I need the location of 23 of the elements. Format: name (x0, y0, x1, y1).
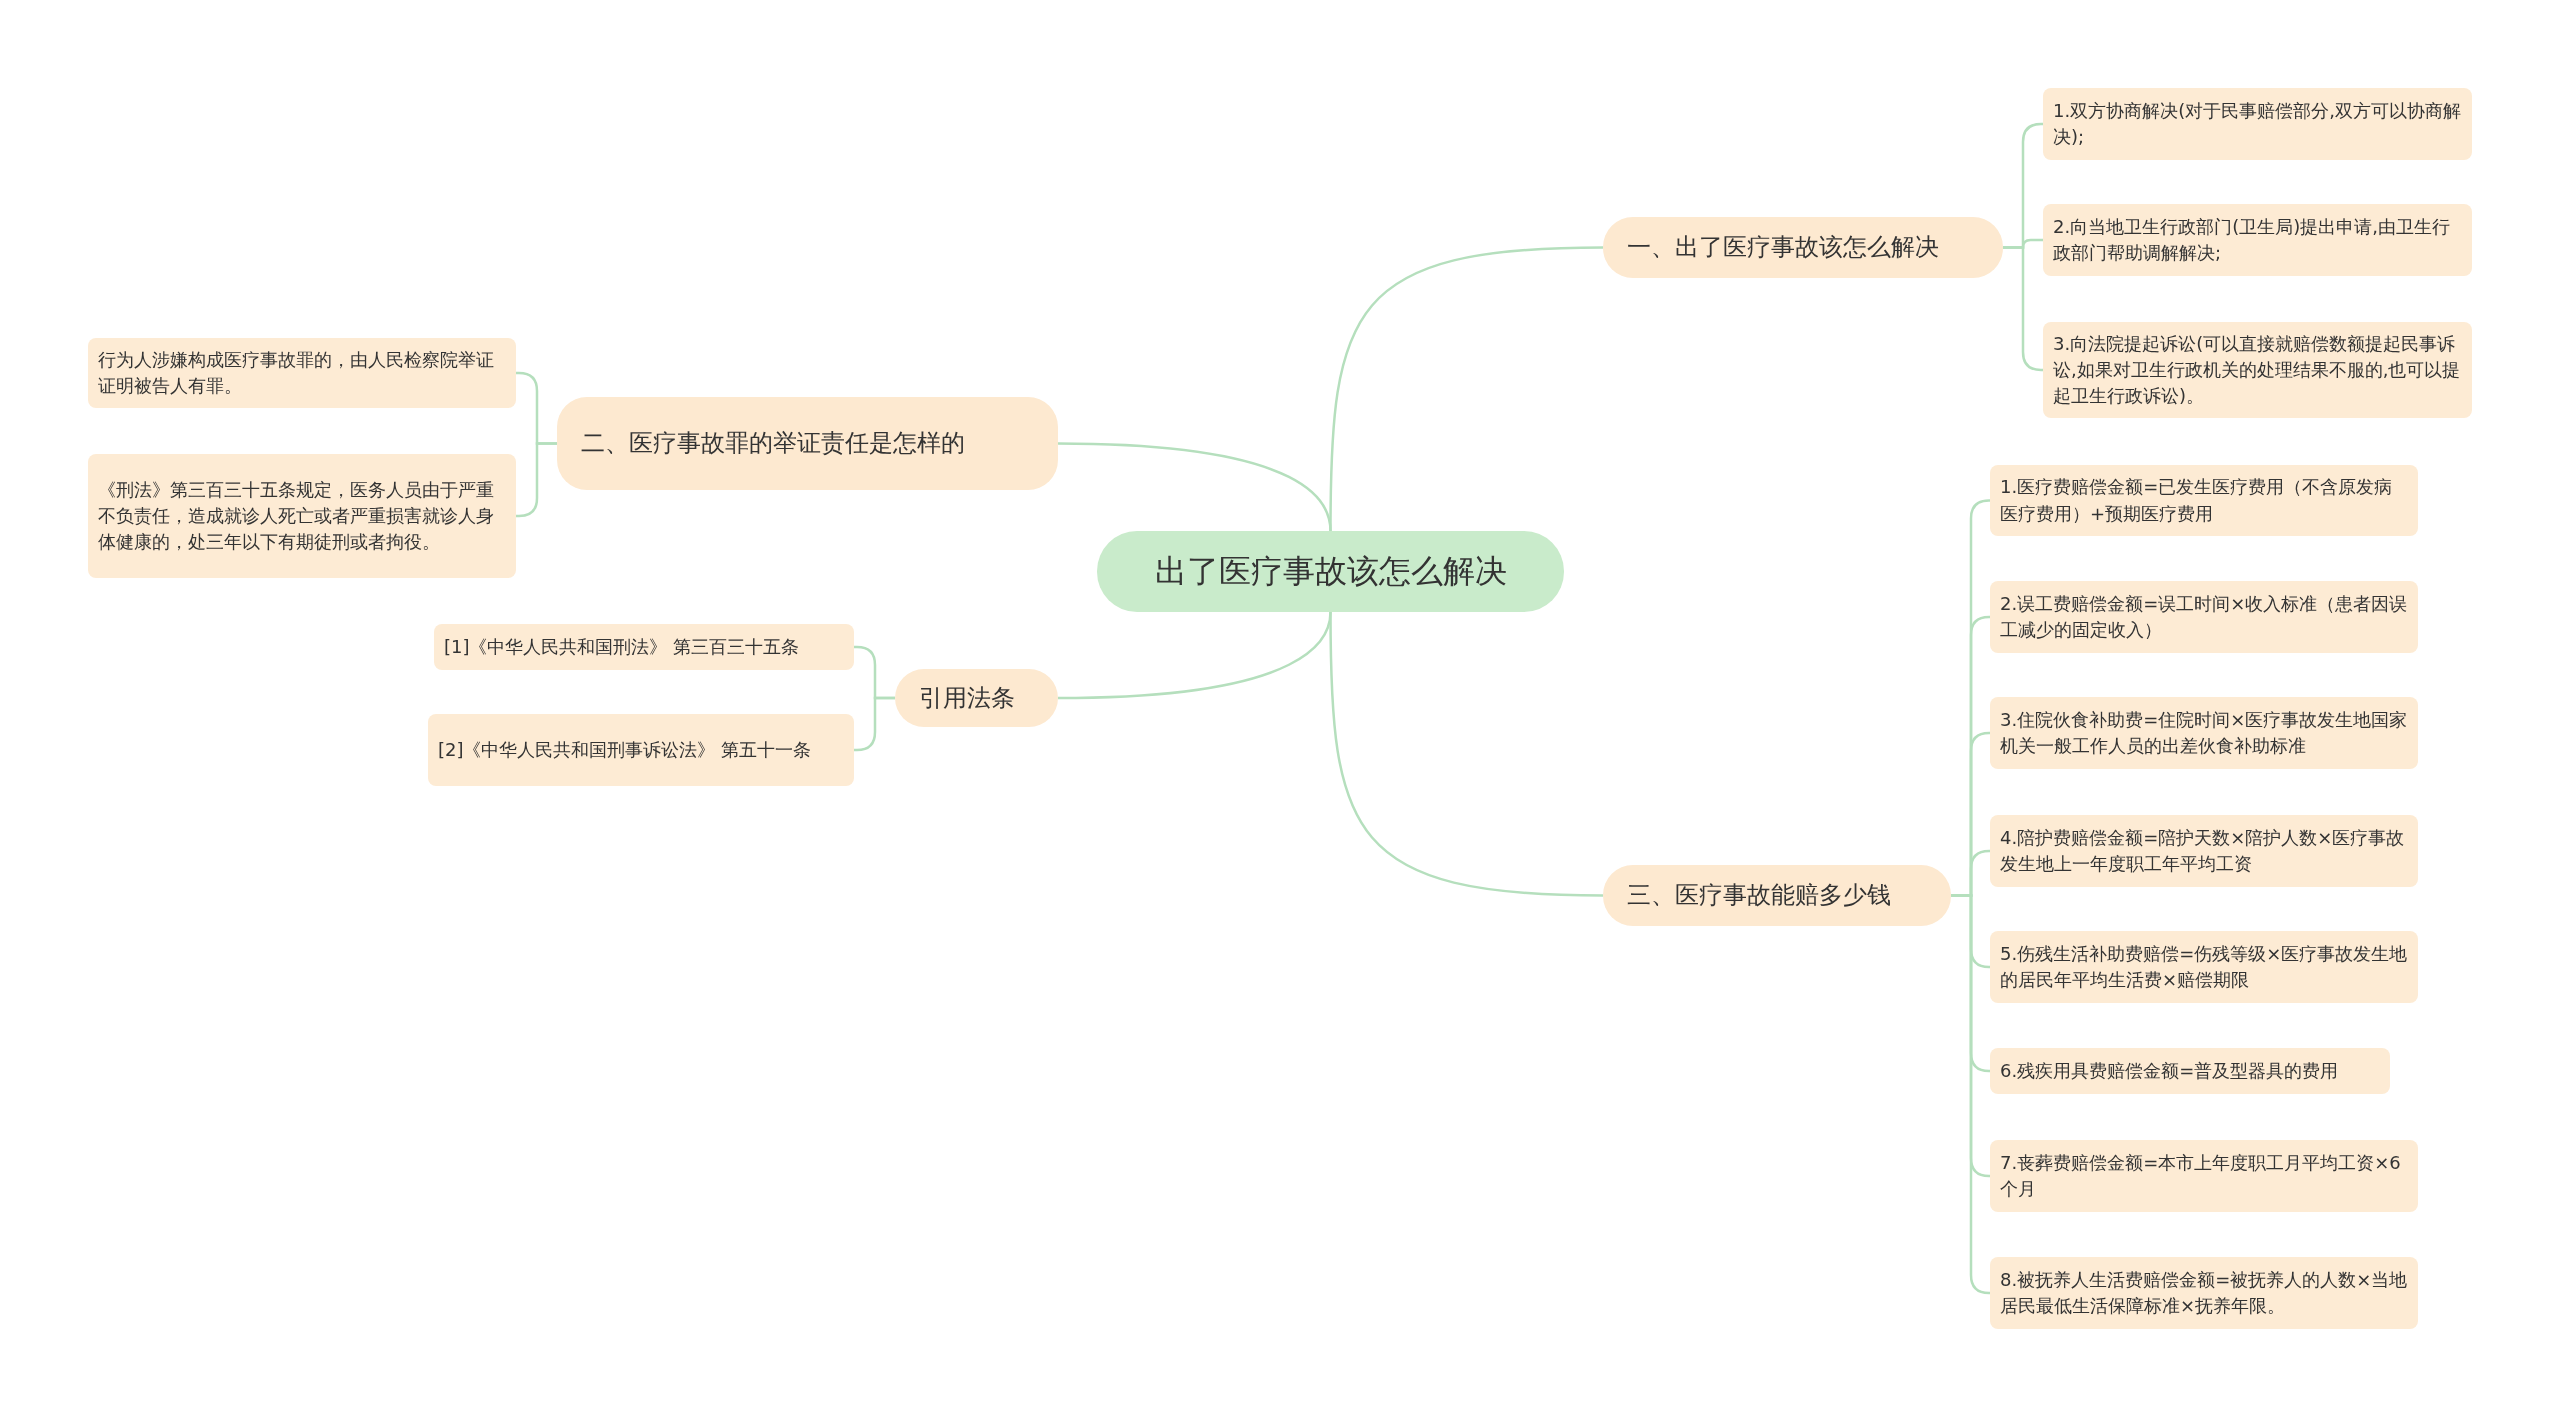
leaf-topic: 8.被抚养人生活费赔偿金额=被抚养人的人数×当地居民最低生活保障标准×抚养年限。 (1990, 1257, 2418, 1329)
branch-topic: 一、出了医疗事故该怎么解决 (1603, 217, 2003, 278)
branch-topic: 引用法条 (895, 669, 1058, 727)
leaf-topic: 3.住院伙食补助费=住院时间×医疗事故发生地国家机关一般工作人员的出差伙食补助标准 (1990, 697, 2418, 769)
leaf-topic: 1.医疗费赔偿金额=已发生医疗费用（不含原发病医疗费用）+预期医疗费用 (1990, 465, 2418, 536)
leaf-topic: 3.向法院提起诉讼(可以直接就赔偿数额提起民事诉讼,如果对卫生行政机关的处理结果不服的,也可以提起卫生行政诉讼)。 (2043, 322, 2472, 418)
branch-topic: 三、医疗事故能赔多少钱 (1603, 865, 1951, 926)
connector-line (1057, 442, 1332, 532)
leaf-topic: [2]《中华人民共和国刑事诉讼法》 第五十一条 (428, 714, 854, 786)
leaf-topic: 2.误工费赔偿金额=误工时间×收入标准（患者因误工减少的固定收入） (1990, 581, 2418, 653)
central-topic: 出了医疗事故该怎么解决 (1097, 531, 1564, 612)
leaf-topic: 《刑法》第三百三十五条规定，医务人员由于严重不负责任，造成就诊人死亡或者严重损害就诊人身体健康的，处三年以下有期徒刑或者拘役。 (88, 454, 516, 578)
leaf-topic: 4.陪护费赔偿金额=陪护天数×陪护人数×医疗事故发生地上一年度职工年平均工资 (1990, 815, 2418, 887)
leaf-topic: 7.丧葬费赔偿金额=本市上年度职工月平均工资×6个月 (1990, 1140, 2418, 1212)
leaf-topic: 5.伤残生活补助费赔偿=伤残等级×医疗事故发生地的居民年平均生活费×赔偿期限 (1990, 931, 2418, 1003)
leaf-topic: 行为人涉嫌构成医疗事故罪的，由人民检察院举证证明被告人有罪。 (88, 338, 516, 408)
leaf-topic: 2.向当地卫生行政部门(卫生局)提出申请,由卫生行政部门帮助调解解决; (2043, 204, 2472, 276)
connector-line (1951, 894, 1991, 1295)
leaf-topic: [1]《中华人民共和国刑法》 第三百三十五条 (434, 624, 854, 670)
branch-topic: 二、医疗事故罪的举证责任是怎样的 (557, 397, 1058, 490)
connector-line (1329, 612, 1604, 897)
leaf-topic: 6.残疾用具费赔偿金额=普及型器具的费用 (1990, 1048, 2390, 1094)
leaf-topic: 1.双方协商解决(对于民事赔偿部分,双方可以协商解决); (2043, 88, 2472, 160)
